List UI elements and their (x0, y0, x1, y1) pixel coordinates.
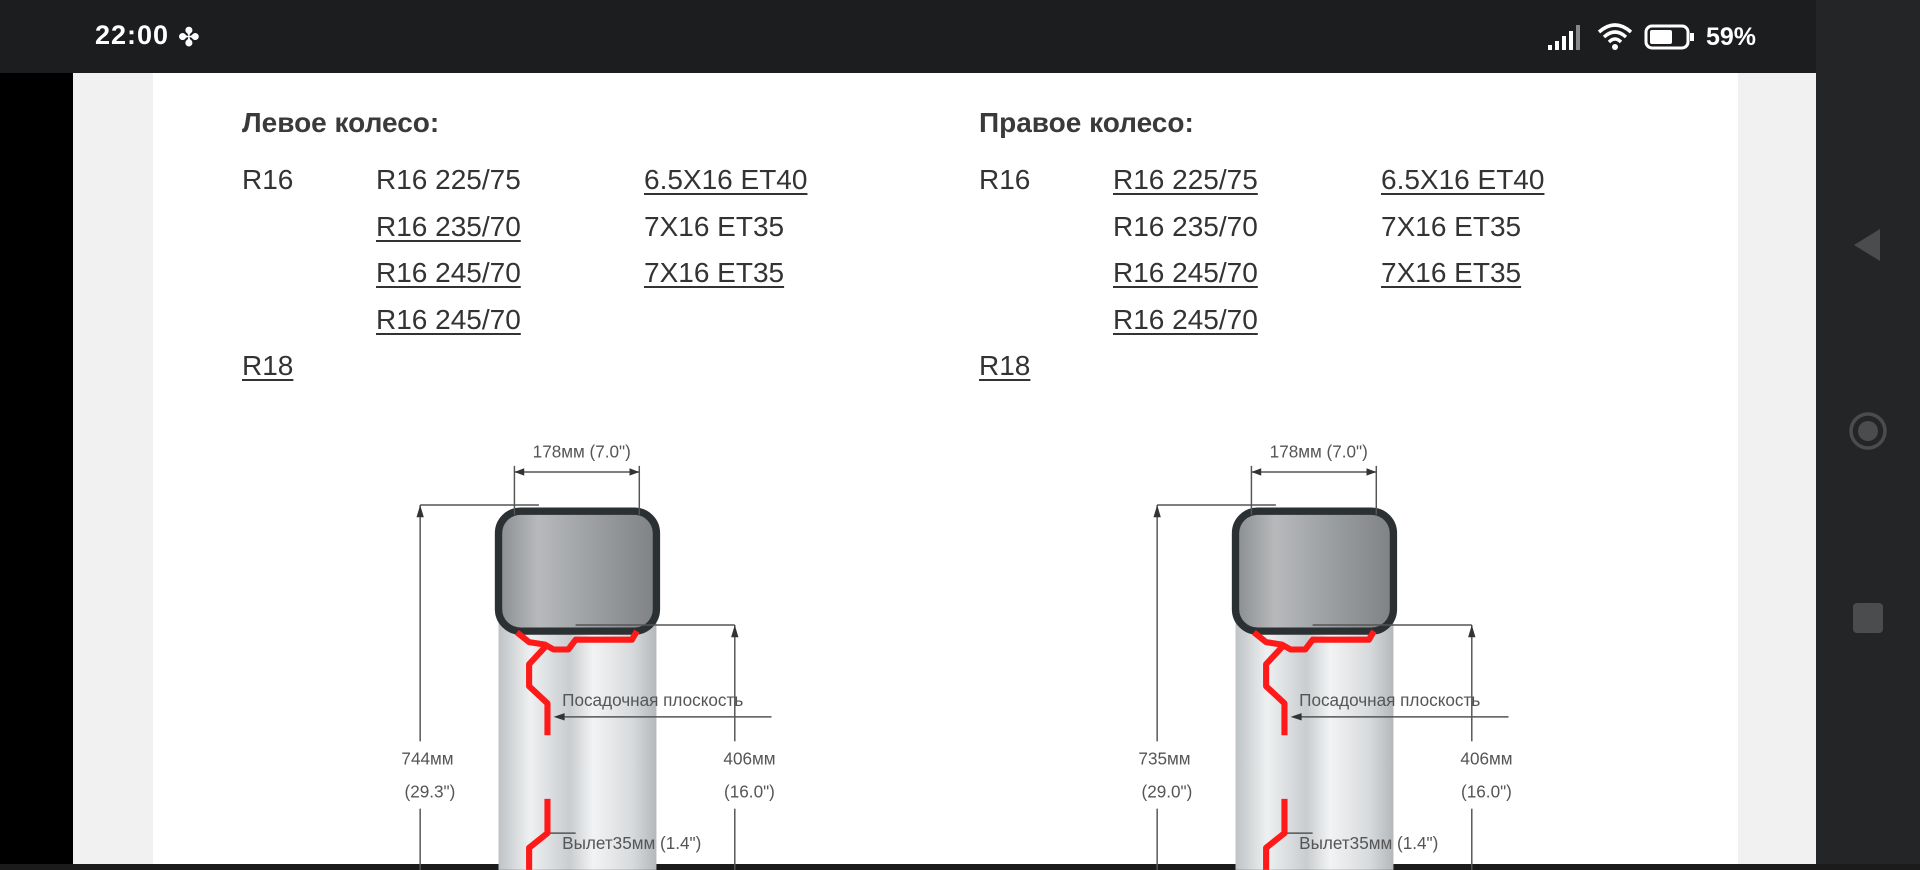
right-tire-link[interactable]: R16 225/75 (1113, 164, 1258, 195)
left-tire-link[interactable]: R16 245/70 (376, 257, 521, 288)
left-diameter-r18[interactable]: R18 (242, 350, 294, 381)
rim-diameter-in: (16.0") (1461, 782, 1512, 802)
overall-height-in: (29.3") (405, 782, 456, 802)
navigation-bar (1816, 0, 1920, 864)
offset-label: Вылет35мм (1.4") (1299, 833, 1438, 853)
right-wheel-diagram: 178мм (7.0") 735мм (29.0") Посадочная пл… (1138, 441, 1513, 870)
left-tire-link: R16 225/75 (376, 164, 521, 195)
rim-diameter-mm: 406мм (723, 749, 775, 769)
right-tire-link[interactable]: R16 245/70 (1113, 304, 1258, 335)
right-diameter-r18[interactable]: R18 (979, 350, 1031, 381)
offset-label: Вылет35мм (1.4") (562, 833, 701, 853)
signal-icon (1547, 25, 1580, 50)
page-content: Левое колесо: R16 R16 225/75 6.5X16 ET40… (153, 73, 1738, 864)
right-rim-link[interactable]: 7X16 ET35 (1381, 257, 1522, 288)
left-rim-link[interactable]: 6.5X16 ET40 (644, 164, 808, 195)
battery-icon (1644, 24, 1694, 50)
left-tire-link[interactable]: R16 245/70 (376, 304, 521, 335)
clock: 22:00 (95, 20, 170, 50)
battery-percent: 59% (1705, 22, 1756, 51)
rim-body (1235, 612, 1394, 870)
right-tire-link[interactable]: R16 245/70 (1113, 257, 1258, 288)
width-label: 178мм (7.0") (533, 441, 631, 461)
screen-edge (0, 73, 73, 864)
right-wheel-title: Правое колесо: (979, 107, 1194, 138)
rim-profile (1251, 629, 1377, 870)
recents-icon[interactable] (1848, 598, 1888, 638)
left-wheel-title: Левое колесо: (242, 107, 440, 138)
tire-section (1231, 507, 1398, 635)
wifi-icon (1597, 23, 1633, 50)
back-icon[interactable] (1848, 225, 1888, 265)
overall-height-in: (29.0") (1142, 782, 1193, 802)
status-bar: 22:00 ✤ 59% (0, 0, 1816, 73)
seat-label: Посадочная плоскость (562, 690, 743, 710)
rim-diameter-in: (16.0") (724, 782, 775, 802)
overall-height-mm: 744мм (401, 749, 453, 769)
right-rim-link: 7X16 ET35 (1381, 211, 1522, 242)
left-rim-link: 7X16 ET35 (644, 211, 785, 242)
left-wheel-diagram: 178мм (7.0") 744мм (29.3") Посадочная пл… (401, 441, 776, 870)
right-rim-link[interactable]: 6.5X16 ET40 (1381, 164, 1545, 195)
web-page: Левое колесо: R16 R16 225/75 6.5X16 ET40… (73, 73, 1816, 864)
right-diameter-r16: R16 (979, 164, 1031, 195)
left-tire-link[interactable]: R16 235/70 (376, 211, 521, 242)
rim-body (498, 612, 657, 870)
left-rim-link[interactable]: 7X16 ET35 (644, 257, 785, 288)
rim-diameter-mm: 406мм (1460, 749, 1512, 769)
overall-height-mm: 735мм (1138, 749, 1190, 769)
seat-label: Посадочная плоскость (1299, 690, 1480, 710)
home-icon[interactable] (1848, 411, 1888, 451)
fan-icon: ✤ (178, 22, 200, 52)
width-label: 178мм (7.0") (1270, 441, 1368, 461)
right-tire-link: R16 235/70 (1113, 211, 1258, 242)
tire-section (494, 507, 661, 635)
left-diameter-r16: R16 (242, 164, 294, 195)
rim-profile (514, 629, 640, 870)
